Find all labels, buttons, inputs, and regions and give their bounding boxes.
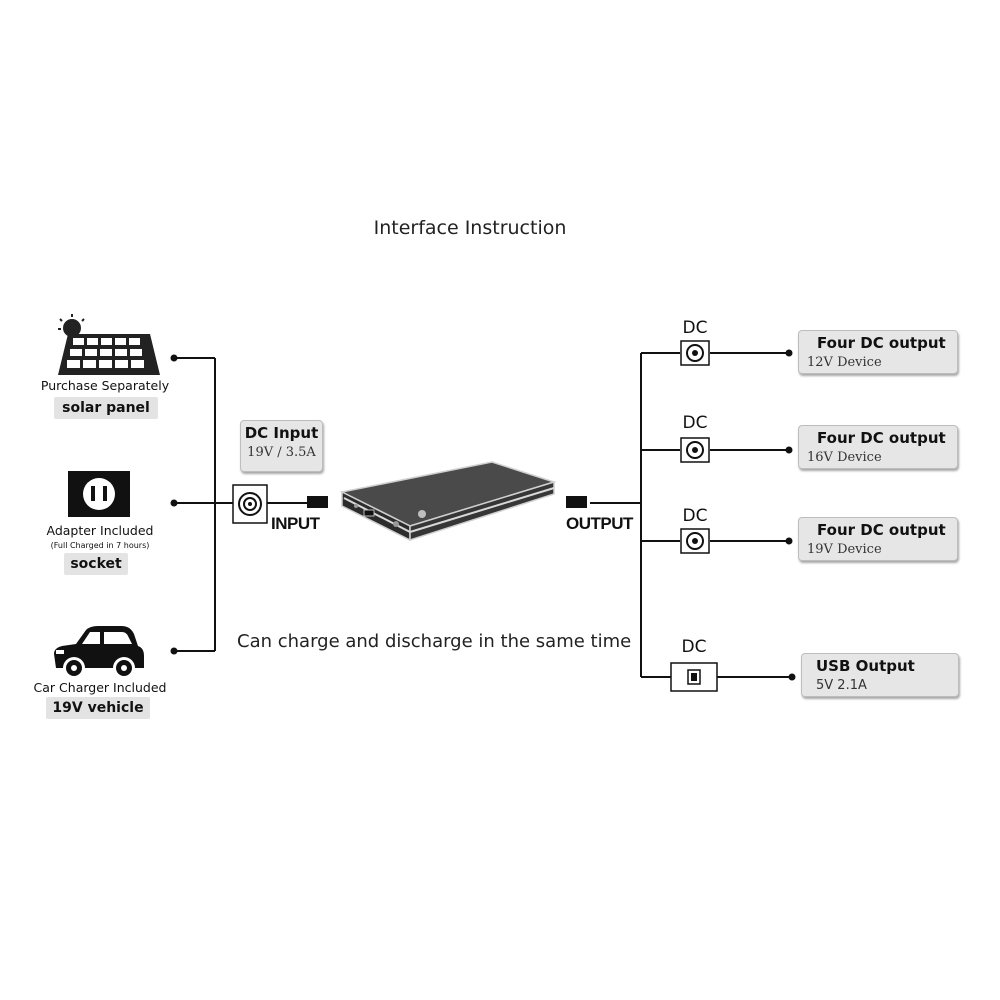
dc-barrel-port-icon <box>680 528 710 554</box>
input-label: INPUT <box>271 514 320 533</box>
output-2-heading: Four DC output <box>817 429 946 447</box>
socket-caption: Adapter Included <box>46 523 154 538</box>
charge-note: Can charge and discharge in the same tim… <box>237 631 632 652</box>
output-2-connector-label: DC <box>682 413 708 433</box>
output-2-detail: 16V Device <box>807 450 882 465</box>
solar-tag: solar panel <box>54 397 158 419</box>
socket-subcaption: (Full Charged in 7 hours) <box>50 541 150 550</box>
output-1-connector-label: DC <box>682 318 708 338</box>
output-4-detail: 5V 2.1A <box>816 678 867 693</box>
output-3-connector-label: DC <box>682 506 708 526</box>
output-3-detail: 19V Device <box>807 542 882 557</box>
output-1-heading: Four DC output <box>817 334 946 352</box>
usb-port-icon <box>670 662 718 692</box>
solar-caption: Purchase Separately <box>40 378 170 393</box>
dc-input-box: DC Input 19V / 3.5A <box>240 420 323 472</box>
car-source: Car Charger Included 19V vehicle <box>30 620 170 720</box>
dc-input-heading: DC Input <box>244 424 319 442</box>
dc-barrel-port-icon <box>680 437 710 463</box>
output-4-box: USB Output 5V 2.1A <box>801 653 959 697</box>
solar-panel-icon <box>58 314 160 375</box>
socket-source: Adapter Included (Full Charged in 7 hour… <box>40 470 170 580</box>
output-4-connector-label: DC <box>681 637 707 657</box>
output-1-box: Four DC output 12V Device <box>798 330 958 374</box>
output-4-heading: USB Output <box>816 657 915 675</box>
car-caption: Car Charger Included <box>33 680 167 695</box>
output-3-heading: Four DC output <box>817 521 946 539</box>
output-label: OUTPUT <box>566 514 633 533</box>
diagram-title: Interface Instruction <box>373 217 567 239</box>
socket-tag: socket <box>64 553 128 575</box>
input-port-icon <box>232 484 268 524</box>
car-tag: 19V vehicle <box>46 697 150 719</box>
output-1-detail: 12V Device <box>807 355 882 370</box>
car-icon <box>54 626 144 679</box>
power-bank-device <box>339 461 557 542</box>
socket-icon <box>68 471 130 517</box>
dc-input-spec: 19V / 3.5A <box>247 445 316 460</box>
output-2-box: Four DC output 16V Device <box>798 425 958 469</box>
dc-barrel-port-icon <box>680 340 710 366</box>
output-3-box: Four DC output 19V Device <box>798 517 958 561</box>
solar-panel-source: Purchase Separately solar panel <box>40 312 170 422</box>
